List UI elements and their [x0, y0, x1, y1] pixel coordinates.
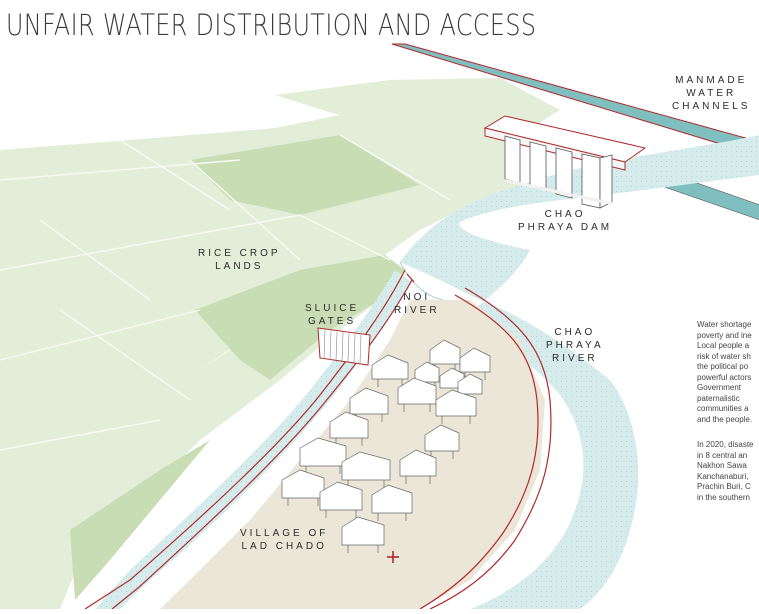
chao-phraya-river	[400, 135, 759, 609]
noi-river	[95, 270, 412, 609]
red-cross-icon	[387, 551, 399, 563]
rice-fields	[0, 78, 560, 609]
diagram-title: UNFAIR WATER DISTRIBUTION AND ACCESS	[6, 8, 537, 42]
village-houses	[281, 339, 491, 553]
sluice-gate-structure	[317, 327, 371, 366]
boundary-lines	[84, 269, 552, 610]
chao-phraya-dam-structure	[483, 115, 647, 209]
